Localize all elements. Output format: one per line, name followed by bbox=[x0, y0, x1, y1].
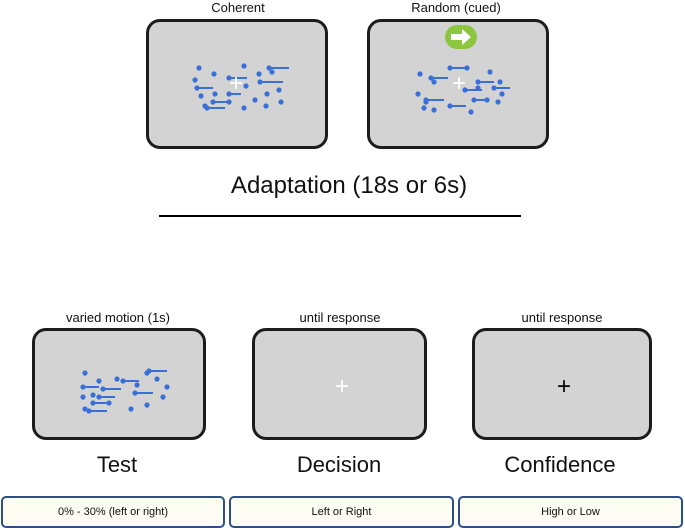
motion-dot bbox=[257, 79, 263, 85]
arrow-right-icon bbox=[451, 29, 471, 45]
decision-label: Decision bbox=[296, 452, 382, 477]
motion-dot bbox=[266, 65, 272, 71]
confidence-label: Confidence bbox=[504, 452, 616, 477]
coherent-label: Coherent bbox=[211, 0, 265, 15]
fixation-cross: + bbox=[334, 373, 350, 400]
motion-dot bbox=[144, 402, 150, 408]
confidence-response-box: High or Low bbox=[458, 496, 683, 528]
fixation-cross: + bbox=[451, 70, 467, 97]
decision-response-text: Left or Right bbox=[311, 506, 372, 518]
motion-dot bbox=[82, 406, 88, 412]
test-response-box: 0% - 30% (left or right) bbox=[1, 496, 225, 528]
motion-dot bbox=[431, 79, 437, 85]
decision-timing-label: until response bbox=[299, 310, 381, 325]
random-dot-field bbox=[415, 65, 510, 115]
random-cued-label: Random (cued) bbox=[411, 0, 501, 15]
motion-dot bbox=[134, 382, 140, 388]
motion-dot bbox=[495, 99, 501, 105]
motion-dot bbox=[192, 77, 198, 83]
cue-badge bbox=[445, 25, 477, 49]
test-screen bbox=[32, 328, 206, 440]
motion-dot bbox=[160, 394, 166, 400]
motion-dot bbox=[226, 99, 232, 105]
confidence-timing-label: until response bbox=[521, 310, 603, 325]
test-timing-label: varied motion (1s) bbox=[65, 310, 171, 325]
motion-dot bbox=[487, 69, 493, 75]
motion-dot bbox=[276, 87, 282, 93]
motion-dot bbox=[269, 69, 275, 75]
motion-dot bbox=[210, 99, 216, 105]
motion-dot bbox=[475, 85, 481, 91]
motion-dot bbox=[256, 71, 262, 77]
motion-dot bbox=[497, 79, 503, 85]
decision-response-box: Left or Right bbox=[229, 496, 454, 528]
motion-dot bbox=[241, 105, 247, 111]
motion-dot bbox=[417, 71, 423, 77]
motion-dot bbox=[120, 378, 126, 384]
test-dot-field bbox=[80, 368, 170, 414]
motion-dot bbox=[447, 103, 453, 109]
motion-dot bbox=[164, 384, 170, 390]
motion-dot bbox=[212, 91, 218, 97]
motion-dot bbox=[241, 63, 247, 69]
motion-dot bbox=[128, 406, 134, 412]
motion-dot bbox=[154, 376, 160, 382]
motion-dot bbox=[428, 75, 434, 81]
motion-dot bbox=[423, 99, 429, 105]
motion-dot bbox=[194, 85, 200, 91]
motion-dot bbox=[471, 97, 477, 103]
confidence-response-text: High or Low bbox=[541, 506, 600, 518]
motion-dot bbox=[96, 394, 102, 400]
motion-dot bbox=[96, 378, 102, 384]
motion-dot bbox=[468, 109, 474, 115]
motion-dot bbox=[421, 105, 427, 111]
motion-dot bbox=[243, 83, 249, 89]
motion-dot bbox=[462, 87, 468, 93]
motion-dot bbox=[90, 400, 96, 406]
motion-dot bbox=[475, 79, 481, 85]
motion-dot bbox=[226, 91, 232, 97]
motion-dot bbox=[447, 65, 453, 71]
coherent-dot-field bbox=[192, 63, 289, 111]
motion-dot bbox=[464, 65, 470, 71]
motion-dot bbox=[278, 99, 284, 105]
test-response-text: 0% - 30% (left or right) bbox=[57, 506, 169, 518]
motion-dot bbox=[144, 370, 150, 376]
motion-dot bbox=[491, 85, 497, 91]
motion-dot bbox=[431, 107, 437, 113]
motion-dot bbox=[198, 93, 204, 99]
coherent-screen: + bbox=[146, 19, 328, 149]
motion-dot bbox=[132, 390, 138, 396]
adaptation-title: Adaptation (18s or 6s) bbox=[230, 172, 468, 199]
motion-dot bbox=[252, 97, 258, 103]
fixation-cross: + bbox=[556, 373, 572, 400]
motion-dot bbox=[86, 408, 92, 414]
motion-dot bbox=[90, 392, 96, 398]
motion-dot bbox=[263, 103, 269, 109]
motion-dot bbox=[226, 75, 232, 81]
motion-dot bbox=[100, 386, 106, 392]
motion-dot bbox=[211, 71, 217, 77]
decision-screen: + bbox=[252, 328, 427, 440]
motion-dot bbox=[106, 400, 112, 406]
confidence-screen: + bbox=[472, 328, 652, 440]
divider-line bbox=[159, 215, 521, 217]
motion-dot bbox=[202, 103, 208, 109]
motion-dot bbox=[264, 91, 270, 97]
motion-dot bbox=[196, 65, 202, 71]
motion-dot bbox=[415, 91, 421, 97]
motion-dot bbox=[82, 370, 88, 376]
motion-dot bbox=[114, 376, 120, 382]
test-label: Test bbox=[96, 452, 138, 477]
fixation-cross: + bbox=[228, 70, 244, 97]
motion-dot bbox=[80, 394, 86, 400]
motion-dot bbox=[499, 91, 505, 97]
motion-dot bbox=[484, 97, 490, 103]
motion-dot bbox=[80, 384, 86, 390]
